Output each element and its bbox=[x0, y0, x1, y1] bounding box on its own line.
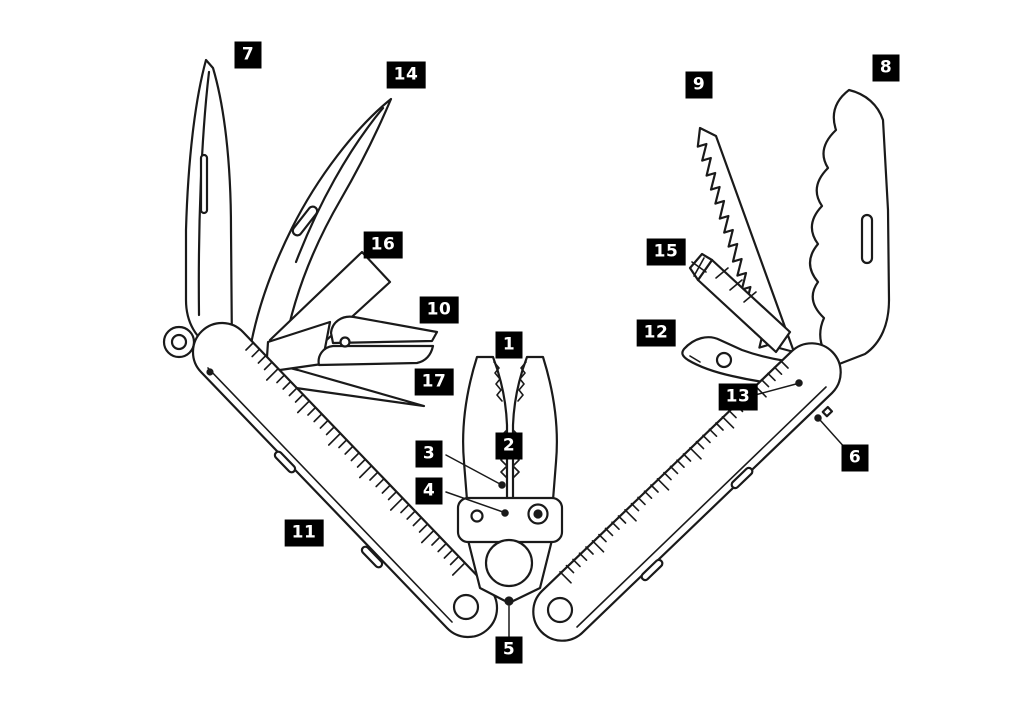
part-label-7: 7 bbox=[234, 41, 262, 69]
right-handle-notch bbox=[821, 405, 834, 418]
pivot-left-detent bbox=[470, 509, 484, 523]
part-label-17: 17 bbox=[414, 368, 454, 396]
left-handle-clip-slot-upper bbox=[273, 450, 297, 474]
leader-dot-13 bbox=[795, 379, 803, 387]
pliers-group bbox=[456, 355, 564, 606]
part-label-8: 8 bbox=[872, 54, 900, 82]
part-label-15: 15 bbox=[646, 238, 686, 266]
part-label-9: 9 bbox=[685, 71, 713, 99]
right-handle-clip-slot-upper bbox=[730, 466, 754, 490]
secondary-blade-grind-line bbox=[294, 106, 385, 264]
knife-blade bbox=[184, 58, 234, 355]
part-label-3: 3 bbox=[415, 440, 443, 468]
scissors-pivot-screw bbox=[339, 336, 351, 348]
right-handle-end-hole bbox=[546, 596, 574, 624]
part-label-2: 2 bbox=[495, 432, 523, 460]
phillips-bit-cross-marks bbox=[691, 257, 757, 303]
part-label-13: 13 bbox=[718, 383, 758, 411]
leader-dot-6 bbox=[814, 414, 822, 422]
leader-line-6 bbox=[819, 419, 847, 450]
part-label-11: 11 bbox=[284, 519, 324, 547]
leader-line-4 bbox=[445, 491, 504, 513]
pliers-tip-dot bbox=[504, 596, 514, 606]
serrated-blade bbox=[808, 88, 891, 368]
scissors-upper-blade bbox=[329, 315, 439, 345]
secondary-blade-nail-nick bbox=[291, 205, 319, 237]
left-handle-group bbox=[162, 321, 499, 639]
left-tools-group bbox=[184, 58, 439, 408]
lanyard-ring-inner bbox=[170, 333, 188, 351]
part-label-12: 12 bbox=[636, 319, 676, 347]
right-tools-group bbox=[681, 88, 891, 388]
serrated-blade-slot bbox=[860, 213, 874, 265]
leader-dot-4 bbox=[501, 509, 509, 517]
scissors-lower-blade bbox=[317, 344, 435, 367]
part-label-1: 1 bbox=[495, 331, 523, 359]
right-handle-seam-line bbox=[576, 386, 827, 628]
part-label-14: 14 bbox=[386, 61, 426, 89]
right-handle-clip-slot-lower bbox=[640, 558, 664, 582]
pivot-screw-center bbox=[533, 509, 543, 519]
part-label-6: 6 bbox=[841, 444, 869, 472]
left-handle-clip-slot-lower bbox=[360, 545, 384, 569]
right-handle-body bbox=[532, 342, 842, 642]
right-handle-group bbox=[532, 342, 842, 642]
leader-line-13 bbox=[754, 383, 797, 396]
leader-lines-group bbox=[445, 379, 847, 639]
left-handle-rivet-dot bbox=[206, 368, 214, 376]
left-handle-seam-line bbox=[207, 367, 453, 623]
leader-dot-3 bbox=[498, 481, 506, 489]
left-handle-end-hole bbox=[452, 593, 480, 621]
opener-hook-line bbox=[689, 355, 701, 363]
part-label-10: 10 bbox=[419, 296, 459, 324]
pliers-spring-circle bbox=[484, 538, 534, 588]
part-label-16: 16 bbox=[363, 231, 403, 259]
knife-blade-nail-nick bbox=[199, 153, 209, 215]
leader-line-3 bbox=[445, 454, 501, 485]
part-label-5: 5 bbox=[495, 636, 523, 664]
left-handle-body bbox=[191, 321, 499, 639]
opener-notch bbox=[715, 351, 733, 369]
part-label-4: 4 bbox=[415, 477, 443, 505]
